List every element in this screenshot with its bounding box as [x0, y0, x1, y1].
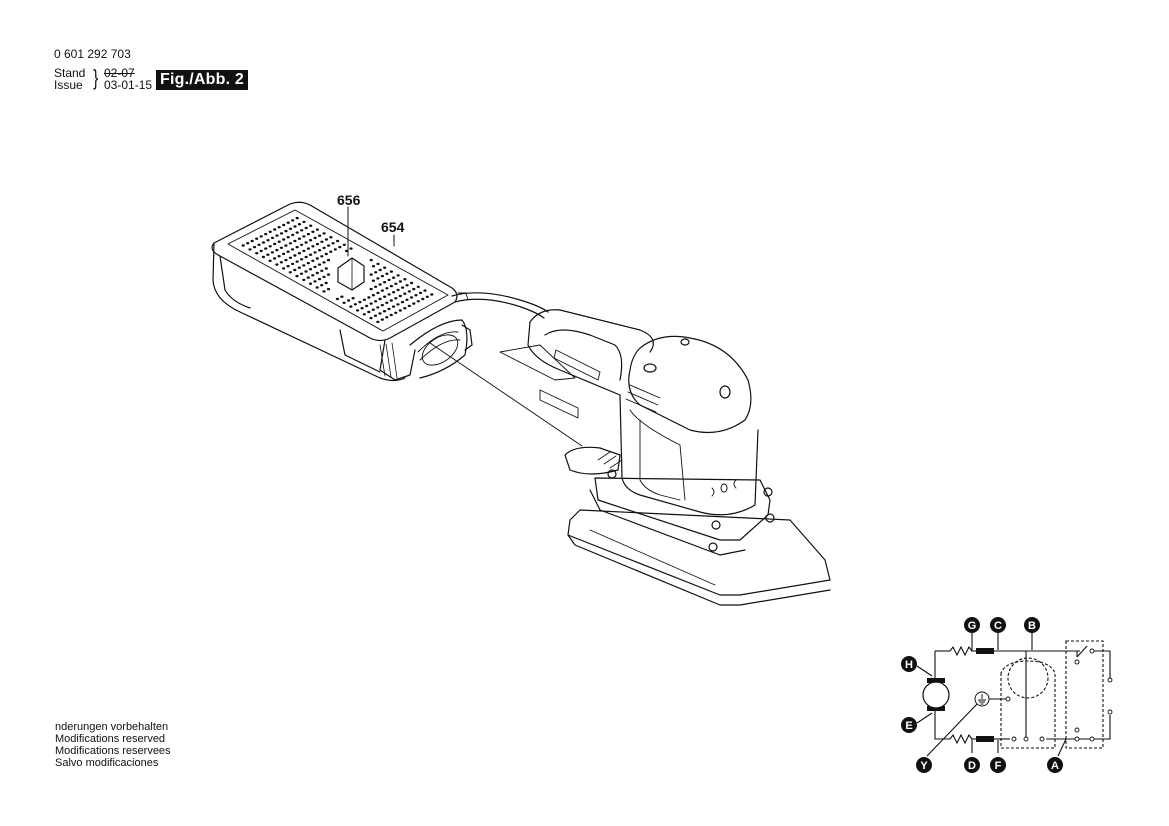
svg-text:D: D — [968, 760, 976, 772]
svg-text:E: E — [905, 720, 912, 732]
notice-line-es: Salvo modificaciones — [55, 757, 159, 769]
revision-block: Stand Issue } 02-07 03-01-15 — [54, 67, 164, 93]
notice-line-fr: Modifications reservees — [55, 745, 171, 757]
label-H: H — [901, 656, 917, 672]
label-E: E — [901, 717, 917, 733]
modifications-notice: nderungen vorbehalten Modifications rese… — [55, 721, 171, 769]
issue-label: Issue — [54, 78, 83, 92]
resistor-top-icon — [949, 645, 973, 657]
sander-icon — [499, 309, 831, 606]
stand-value: 02-07 — [104, 66, 135, 80]
stand-label: Stand — [54, 66, 86, 80]
figure-label: Fig./Abb. 2 — [156, 70, 248, 90]
svg-text:A: A — [1051, 760, 1059, 772]
callout-656: 656 — [337, 192, 361, 208]
dust-box-icon — [211, 201, 473, 382]
svg-text:Y: Y — [920, 760, 928, 772]
ground-icon — [974, 691, 990, 707]
inductor-bottom-icon — [976, 736, 994, 742]
svg-text:G: G — [968, 620, 977, 632]
svg-text:F: F — [995, 760, 1002, 772]
perforation-pattern — [241, 216, 434, 324]
label-F: F — [990, 757, 1006, 773]
label-A: A — [1047, 757, 1063, 773]
inductor-top-icon — [976, 648, 994, 654]
label-Y: Y — [916, 757, 932, 773]
brace-icon: } — [93, 65, 99, 90]
label-D: D — [964, 757, 980, 773]
motor-icon — [922, 678, 950, 711]
label-G: G — [964, 617, 980, 633]
notice-line-de: nderungen vorbehalten — [55, 721, 169, 733]
callout-654: 654 — [381, 219, 405, 235]
svg-text:H: H — [905, 659, 913, 671]
notice-line-en: Modifications reserved — [55, 733, 166, 745]
circuit-diagram: G C B H E Y D F A — [901, 617, 1113, 773]
label-B: B — [1024, 617, 1040, 633]
resistor-bottom-icon — [949, 733, 973, 745]
svg-text:B: B — [1028, 620, 1036, 632]
issue-value: 03-01-15 — [104, 78, 153, 92]
part-number: 0 601 292 703 — [54, 47, 131, 61]
terminals — [1005, 648, 1113, 742]
svg-text:C: C — [994, 620, 1002, 632]
label-C: C — [990, 617, 1006, 633]
